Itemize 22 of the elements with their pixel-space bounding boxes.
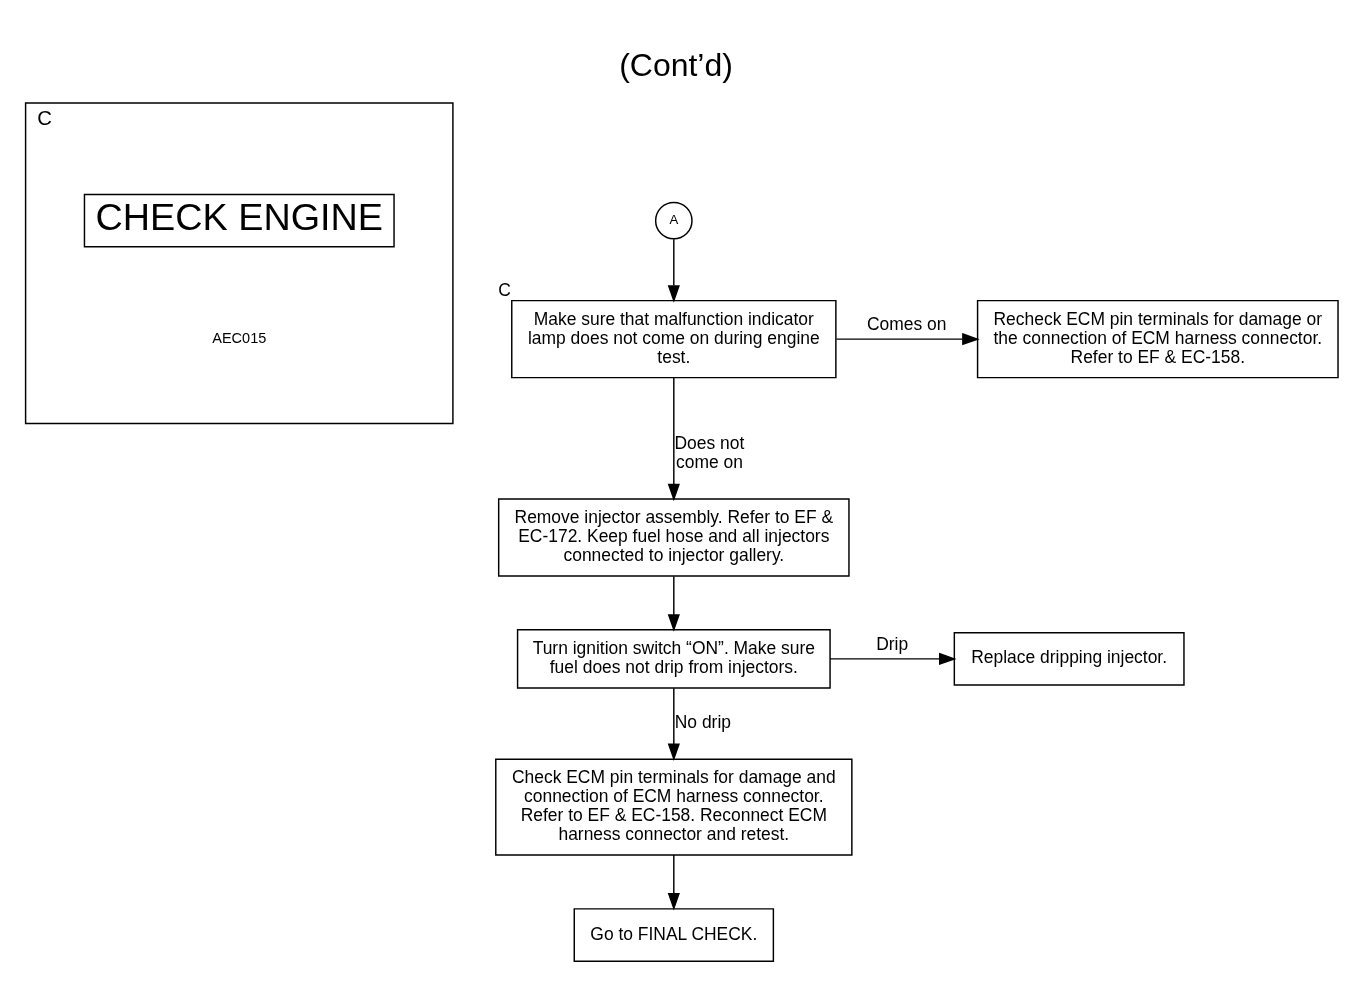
node-box: Make sure that malfunction indicator lamp does not come on during engine test. bbox=[511, 299, 837, 378]
node-box: Recheck ECM pin terminals for damage or the connection of ECM harness connector. Refer to EF & EC-158. bbox=[976, 299, 1339, 378]
node-box: Replace dripping injector. bbox=[953, 631, 1185, 686]
node-label: C bbox=[498, 279, 511, 300]
node-box: Remove injector assembly. Refer to EF & EC-172. Keep fuel hose and all injectors connected to injector gallery. bbox=[497, 497, 850, 577]
edge-label: Comes on bbox=[866, 313, 947, 334]
edge-label: Does not come on bbox=[674, 432, 745, 472]
arrow bbox=[667, 687, 680, 761]
node-box: CHECK ENGINE bbox=[83, 193, 395, 248]
arrow bbox=[667, 853, 680, 911]
arrow bbox=[829, 652, 957, 665]
arrow bbox=[667, 237, 680, 303]
arrow bbox=[835, 332, 980, 345]
node-circle: A bbox=[654, 201, 693, 240]
node-box: Turn ignition switch “ON”. Make sure fuel does not drip from injectors. bbox=[516, 628, 831, 689]
edge-label: No drip bbox=[674, 711, 731, 732]
node-box: Go to FINAL CHECK. bbox=[573, 907, 775, 962]
node-box: Check ECM pin terminals for damage and connection of ECM harness connector. Refer to EF & EC-158. Reconnect ECM harness connector and retest. bbox=[495, 757, 853, 856]
arrow bbox=[667, 575, 680, 632]
diagram-title: (Cont’d) bbox=[619, 46, 733, 83]
edge-label: Drip bbox=[876, 633, 909, 654]
arrow bbox=[667, 376, 680, 501]
